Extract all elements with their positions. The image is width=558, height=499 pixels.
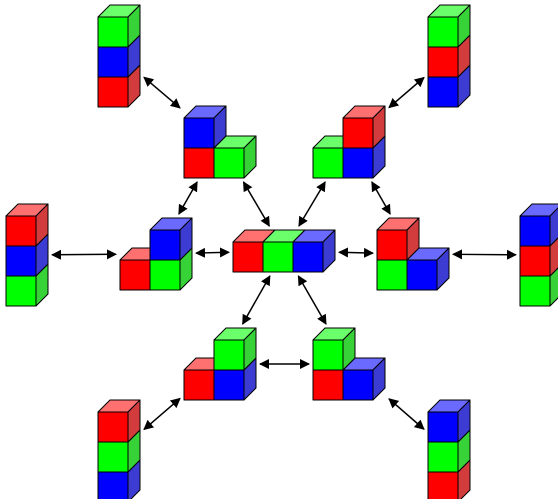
- cube-front-face: [183, 369, 215, 401]
- cube-front-face: [376, 229, 408, 261]
- cube-front-face: [213, 147, 245, 179]
- cube-front-face: [376, 259, 408, 291]
- blue-cube: [183, 105, 227, 149]
- cube-front-face: [342, 369, 374, 401]
- l-shape-lower-left: [183, 327, 257, 401]
- cube-front-face: [97, 46, 129, 78]
- cube-front-face: [97, 471, 129, 499]
- stack-bottom-right: [427, 399, 471, 499]
- cube-front-face: [149, 229, 181, 261]
- cube-front-face: [213, 339, 245, 371]
- arrow-center-row-to-l-shape-mid-right: [338, 247, 374, 258]
- stack-right: [519, 203, 558, 307]
- blue-cube: [342, 357, 386, 401]
- arrow-l-shape-mid-left-to-center-row: [195, 247, 230, 258]
- cube-front-face: [232, 241, 264, 273]
- cube-front-face: [5, 245, 37, 277]
- red-cube: [376, 217, 420, 261]
- l-shape-lower-right: [312, 327, 386, 401]
- arrow-stack-top-right-to-l-shape-upper-right: [388, 76, 425, 109]
- arrow-l-shape-upper-left-to-center-row: [242, 181, 270, 227]
- stack-left: [5, 203, 49, 307]
- cube-front-face: [342, 147, 374, 179]
- cube-front-face: [119, 259, 151, 291]
- l-shape-upper-right: [312, 105, 386, 179]
- cube-front-face: [427, 471, 459, 499]
- stack-top-right: [427, 4, 471, 108]
- stack-bottom-left: [97, 399, 141, 499]
- cube-front-face: [97, 16, 129, 48]
- red-cube: [5, 203, 49, 247]
- cube-front-face: [519, 245, 551, 277]
- l-shape-mid-right: [376, 217, 450, 291]
- arrow-l-shape-lower-right-to-stack-bottom-right: [388, 398, 425, 430]
- cube-front-face: [427, 46, 459, 78]
- green-cube: [213, 135, 257, 179]
- green-cube: [97, 4, 141, 48]
- green-cube: [213, 327, 257, 371]
- shapes-layer: [5, 4, 558, 499]
- cube-front-face: [519, 215, 551, 247]
- stack-top-left: [97, 4, 141, 108]
- cube-front-face: [183, 117, 215, 149]
- center-row: [232, 229, 336, 273]
- arrow-stack-top-left-to-l-shape-upper-left: [143, 76, 181, 109]
- arrow-l-shape-upper-right-to-l-shape-mid-right: [371, 181, 391, 215]
- cube-front-face: [519, 275, 551, 307]
- red-cube: [342, 105, 386, 149]
- cube-front-face: [183, 147, 215, 179]
- arrow-l-shape-upper-right-to-center-row: [298, 181, 326, 227]
- red-cube: [97, 399, 141, 443]
- cube-front-face: [312, 147, 344, 179]
- cube-front-face: [406, 259, 438, 291]
- green-cube: [312, 327, 356, 371]
- cube-front-face: [342, 117, 374, 149]
- cube-front-face: [97, 76, 129, 108]
- green-cube: [427, 4, 471, 48]
- blue-cube: [427, 399, 471, 443]
- cube-front-face: [213, 369, 245, 401]
- l-shape-mid-left: [119, 217, 193, 291]
- arrow-center-row-to-l-shape-lower-left: [242, 275, 271, 325]
- arrow-l-shape-lower-left-to-stack-bottom-left: [143, 397, 181, 431]
- cube-front-face: [312, 339, 344, 371]
- cube-front-face: [5, 215, 37, 247]
- cube-front-face: [5, 275, 37, 307]
- cube-front-face: [427, 76, 459, 108]
- connections-layer: [51, 76, 517, 431]
- blue-cube: [149, 217, 193, 261]
- cube-front-face: [292, 241, 324, 273]
- cube-front-face: [262, 241, 294, 273]
- arrow-center-row-to-l-shape-lower-right: [297, 275, 327, 325]
- arrow-l-shape-upper-left-to-l-shape-mid-left: [178, 181, 198, 215]
- l-shape-upper-left: [183, 105, 257, 179]
- cube-front-face: [97, 411, 129, 443]
- blue-cube: [519, 203, 558, 247]
- cube-front-face: [427, 16, 459, 48]
- cube-front-face: [149, 259, 181, 291]
- blue-cube: [292, 229, 336, 273]
- cube-front-face: [427, 441, 459, 473]
- cube-front-face: [312, 369, 344, 401]
- cube-front-face: [97, 441, 129, 473]
- cube-front-face: [427, 411, 459, 443]
